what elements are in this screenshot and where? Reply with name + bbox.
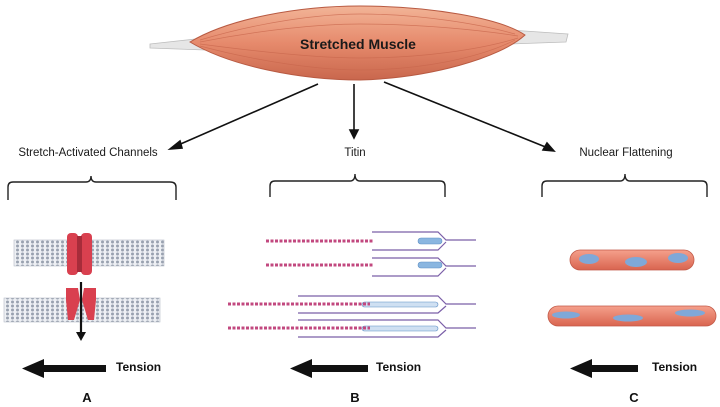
panel-b-titin	[228, 231, 476, 338]
branch-label-a: Stretch-Activated Channels	[18, 147, 158, 159]
muscle-belly	[189, 5, 526, 81]
channel-open	[66, 288, 96, 320]
nucleus-flattened	[613, 314, 643, 322]
panel-letter-b: B	[350, 390, 360, 405]
panel-letter-a: A	[82, 390, 92, 405]
actin-filaments	[266, 239, 374, 267]
titin-segments	[417, 237, 443, 269]
curly-braces	[7, 173, 708, 200]
panel-letter-c: C	[629, 390, 639, 405]
nucleus	[625, 257, 647, 267]
nucleus	[668, 253, 688, 263]
ion-flow-arrow	[76, 282, 86, 341]
muscle-striations	[199, 13, 519, 71]
muscle-fiber-stretched	[547, 305, 717, 327]
branch-arrows	[167, 81, 556, 152]
nucleus	[579, 254, 599, 264]
stretched-muscle	[149, 5, 569, 81]
muscle-fiber-short	[569, 249, 695, 271]
branch-label-c: Nuclear Flattening	[579, 147, 673, 159]
nucleus-flattened	[675, 309, 705, 317]
panel-a-channels	[3, 233, 165, 341]
panel-c-nuclei	[547, 249, 717, 327]
nucleus-flattened	[552, 311, 580, 319]
tension-label-c: Tension	[652, 360, 698, 374]
branch-label-b: Titin	[344, 147, 366, 159]
tension-label-a: Tension	[116, 360, 162, 374]
muscle-title: Stretched Muscle	[300, 36, 416, 52]
thick-filament-lines	[372, 231, 476, 277]
tension-arrows	[22, 359, 638, 378]
tension-label-b: Tension	[376, 360, 422, 374]
channel-closed	[67, 233, 92, 275]
